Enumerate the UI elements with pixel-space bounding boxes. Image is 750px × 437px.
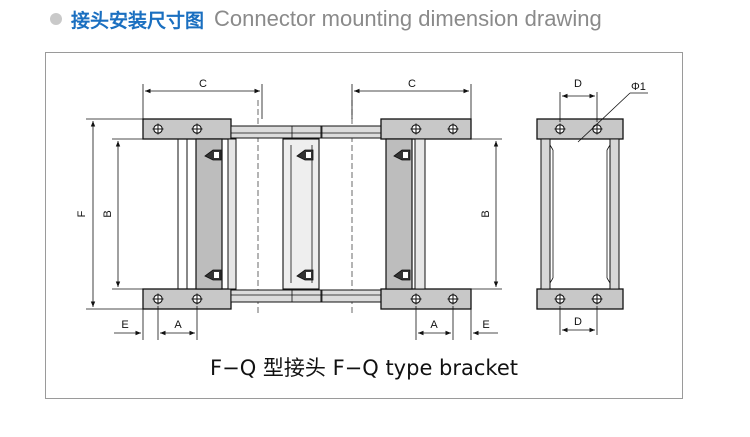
dim-label-a-right: A xyxy=(430,319,438,331)
title-chinese: 接头安装尺寸图 xyxy=(71,9,205,32)
drawing-caption: F−Q 型接头 F−Q type bracket xyxy=(210,356,518,380)
top-bracket-right xyxy=(380,118,472,140)
dim-label-e-left: E xyxy=(121,319,128,331)
dim-label-a-left: A xyxy=(174,319,182,331)
side-dimensions: D Φ1 D xyxy=(559,78,648,335)
dim-label-b-left: B xyxy=(102,210,114,217)
bottom-bracket-right xyxy=(380,288,472,310)
dim-label-e-right: E xyxy=(482,319,489,331)
dim-label-phi: Φ1 xyxy=(631,81,646,93)
drawing-frame xyxy=(45,52,683,399)
dim-label-c-left: C xyxy=(199,78,207,90)
section-header: 接头安装尺寸图 Connector mounting dimension dra… xyxy=(50,4,602,34)
dim-label-c-right: C xyxy=(408,78,416,90)
dim-label-d-bottom: D xyxy=(574,316,582,328)
bullet-icon xyxy=(50,13,62,25)
side-view xyxy=(536,118,624,310)
front-dimensions: C C F B B A E A E xyxy=(76,78,502,340)
dim-label-b-right: B xyxy=(480,210,492,217)
dim-label-f: F xyxy=(76,210,88,217)
front-view xyxy=(142,100,472,315)
title-english: Connector mounting dimension drawing xyxy=(214,6,602,31)
dim-label-d-top: D xyxy=(574,78,582,90)
